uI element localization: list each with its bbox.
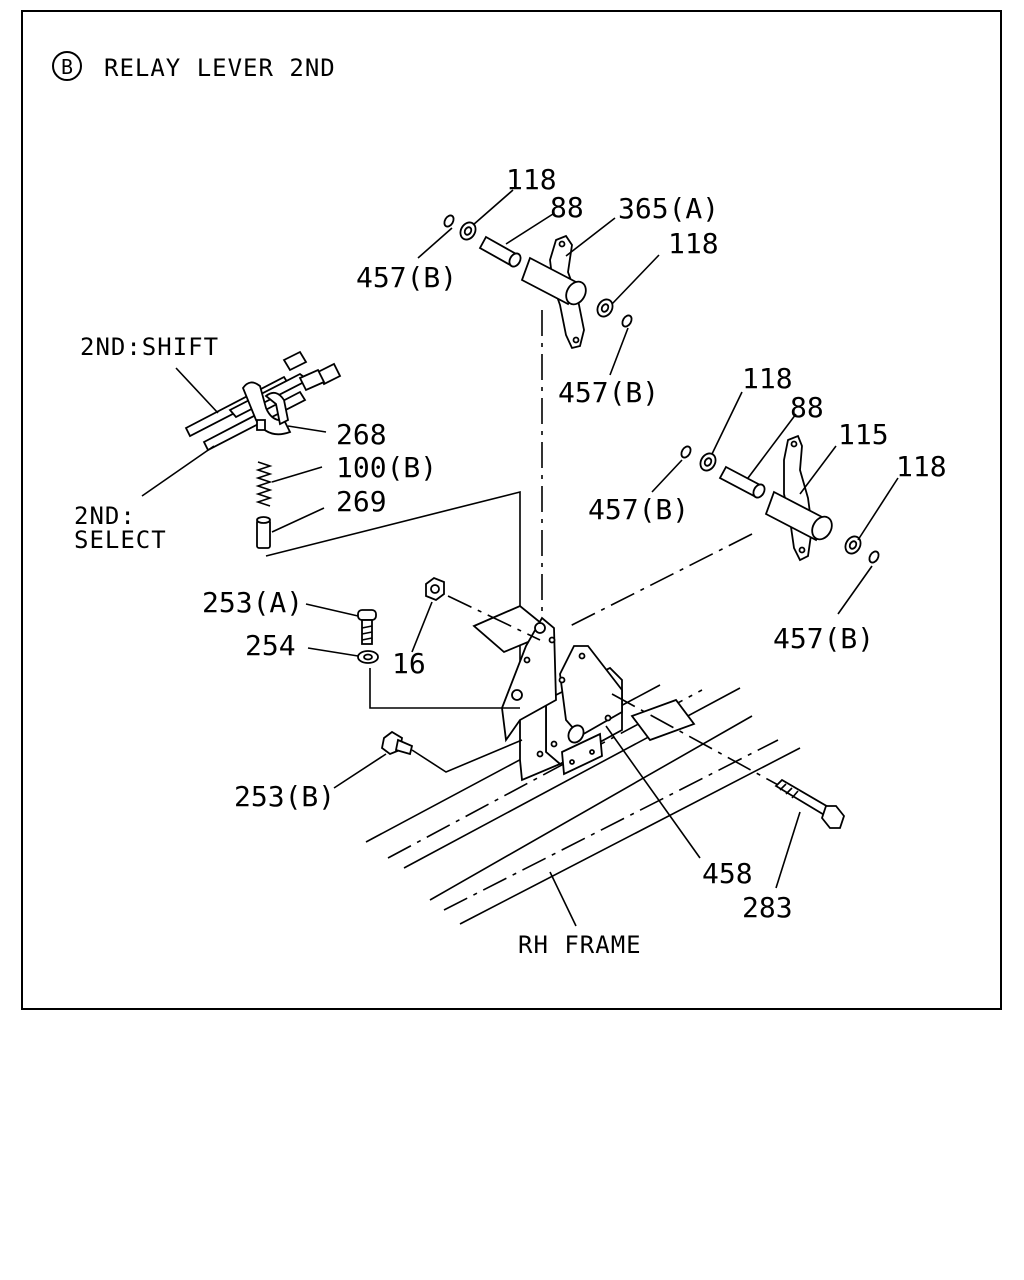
part-283-bolt: 283 bbox=[742, 778, 846, 924]
callout-269: 269 bbox=[336, 485, 387, 518]
callout-457b-mid-left: 457(B) bbox=[588, 493, 689, 526]
part-115-lever bbox=[764, 434, 833, 562]
callout-16: 16 bbox=[392, 647, 426, 680]
part-457b-ring-right bbox=[621, 314, 633, 328]
callout-283: 283 bbox=[742, 891, 793, 924]
part-457b-ring-mid-right bbox=[868, 550, 880, 564]
part-254-washer: 254 bbox=[245, 629, 520, 709]
callout-115: 115 bbox=[838, 418, 889, 451]
centerline-mid-lever bbox=[565, 533, 753, 629]
diagram-border bbox=[21, 10, 1002, 1010]
callout-253a: 253(A) bbox=[202, 586, 303, 619]
middle-lever-assembly: 118 88 115 118 457(B) 457(B) bbox=[588, 362, 947, 655]
shift-select-assembly: 2ND:SHIFT 2ND: SELECT 268 100(B) 269 bbox=[74, 333, 521, 700]
part-457b-ring-mid-left bbox=[680, 445, 692, 459]
part-118-bushing-mid-right bbox=[844, 535, 862, 555]
section-badge-circle bbox=[52, 51, 82, 81]
callout-118-top-right: 118 bbox=[668, 227, 719, 260]
callout-457b-top-left: 457(B) bbox=[356, 261, 457, 294]
callout-100b: 100(B) bbox=[336, 451, 437, 484]
part-458-bracket: 458 bbox=[472, 604, 753, 890]
part-269-pin bbox=[256, 516, 271, 549]
part-16-nut: 16 bbox=[392, 576, 541, 680]
part-118-bushing-right bbox=[596, 298, 614, 318]
callout-458: 458 bbox=[702, 857, 753, 890]
callout-365a: 365(A) bbox=[618, 192, 719, 225]
part-253a-bolt: 253(A) bbox=[202, 586, 377, 645]
callout-268: 268 bbox=[336, 418, 387, 451]
part-457b-ring bbox=[443, 214, 455, 228]
part-253b-bolt: 253(B) bbox=[234, 730, 523, 813]
label-2nd-select-line2: SELECT bbox=[74, 526, 167, 554]
part-118-bushing bbox=[459, 221, 477, 241]
callout-253b: 253(B) bbox=[234, 780, 335, 813]
label-2nd-select-line1: 2ND: bbox=[74, 502, 136, 530]
section-title: RELAY LEVER 2ND bbox=[104, 54, 336, 82]
callout-457b-top-mid: 457(B) bbox=[558, 376, 659, 409]
top-lever-assembly: 118 88 365(A) 118 457(B) 457(B) bbox=[356, 163, 719, 409]
part-365a-lever bbox=[520, 234, 587, 350]
part-118-bushing-mid bbox=[699, 452, 717, 472]
callout-118-mid-right: 118 bbox=[896, 450, 947, 483]
part-88-pin-mid bbox=[718, 465, 766, 499]
callout-88-mid: 88 bbox=[790, 391, 824, 424]
callout-88-top: 88 bbox=[550, 191, 584, 224]
callout-118-mid: 118 bbox=[742, 362, 793, 395]
section-badge-letter: B bbox=[61, 55, 73, 79]
part-88-pin bbox=[478, 235, 522, 268]
callout-457b-mid-right: 457(B) bbox=[773, 622, 874, 655]
label-rh-frame: RH FRAME bbox=[518, 931, 642, 959]
part-100b-spring bbox=[255, 461, 273, 507]
callout-118-top: 118 bbox=[506, 163, 557, 196]
label-2nd-shift: 2ND:SHIFT bbox=[80, 333, 219, 361]
centerline-bolt-283 bbox=[611, 693, 781, 787]
section-header: B RELAY LEVER 2ND bbox=[52, 51, 336, 82]
callout-254: 254 bbox=[245, 629, 296, 662]
